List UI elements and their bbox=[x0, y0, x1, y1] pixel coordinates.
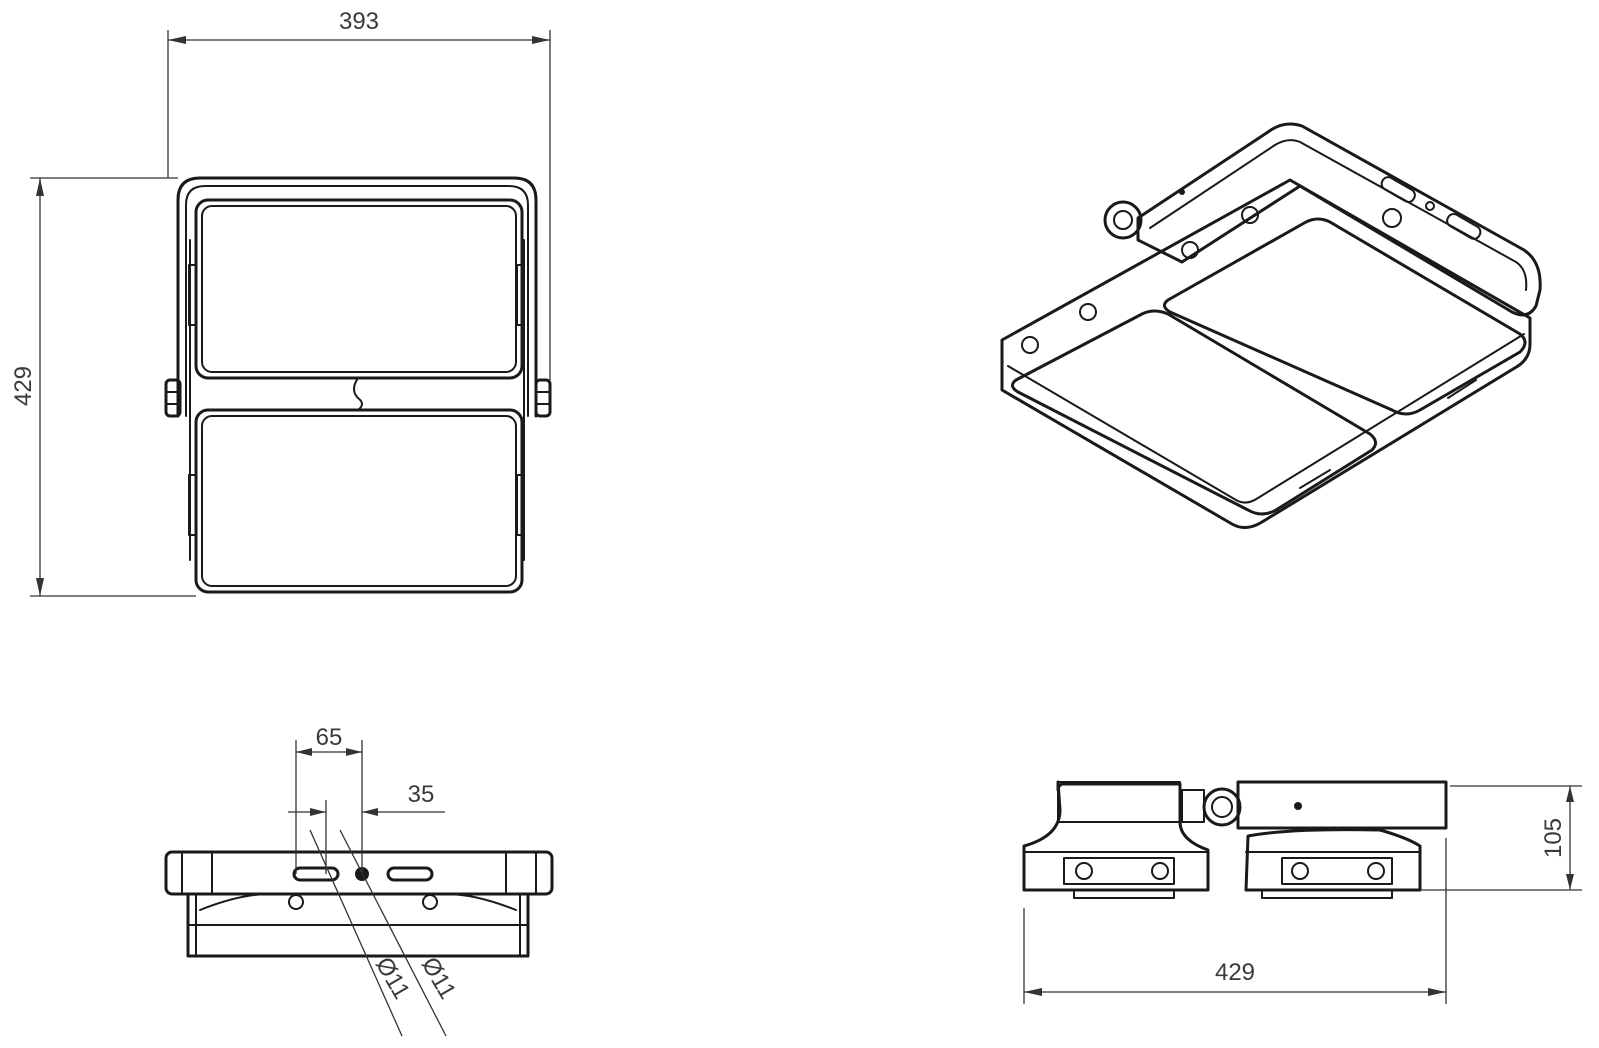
top-view bbox=[164, 850, 554, 958]
side-width-label: 429 bbox=[1215, 959, 1255, 986]
dim-side-height: 105 bbox=[1420, 785, 1582, 891]
front-view bbox=[164, 176, 552, 594]
hole-offset-label: 35 bbox=[408, 781, 435, 808]
hole-diameter-2-label: Ø11 bbox=[416, 953, 461, 1004]
dim-hole-offset: 35 bbox=[288, 781, 445, 874]
front-height-label: 429 bbox=[10, 366, 37, 406]
dim-front-width: 393 bbox=[167, 8, 551, 380]
dim-side-width: 429 bbox=[1023, 838, 1447, 1004]
isometric-view bbox=[1000, 122, 1542, 529]
dim-hole-spacing: 65 bbox=[295, 724, 363, 874]
dim-front-height: 429 bbox=[10, 177, 196, 597]
dim-hole-diameters: Ø11 Ø11 bbox=[309, 829, 461, 1037]
side-view bbox=[1022, 780, 1448, 899]
front-width-label: 393 bbox=[339, 8, 379, 35]
hole-spacing-label: 65 bbox=[316, 724, 343, 751]
side-height-label: 105 bbox=[1540, 818, 1567, 858]
